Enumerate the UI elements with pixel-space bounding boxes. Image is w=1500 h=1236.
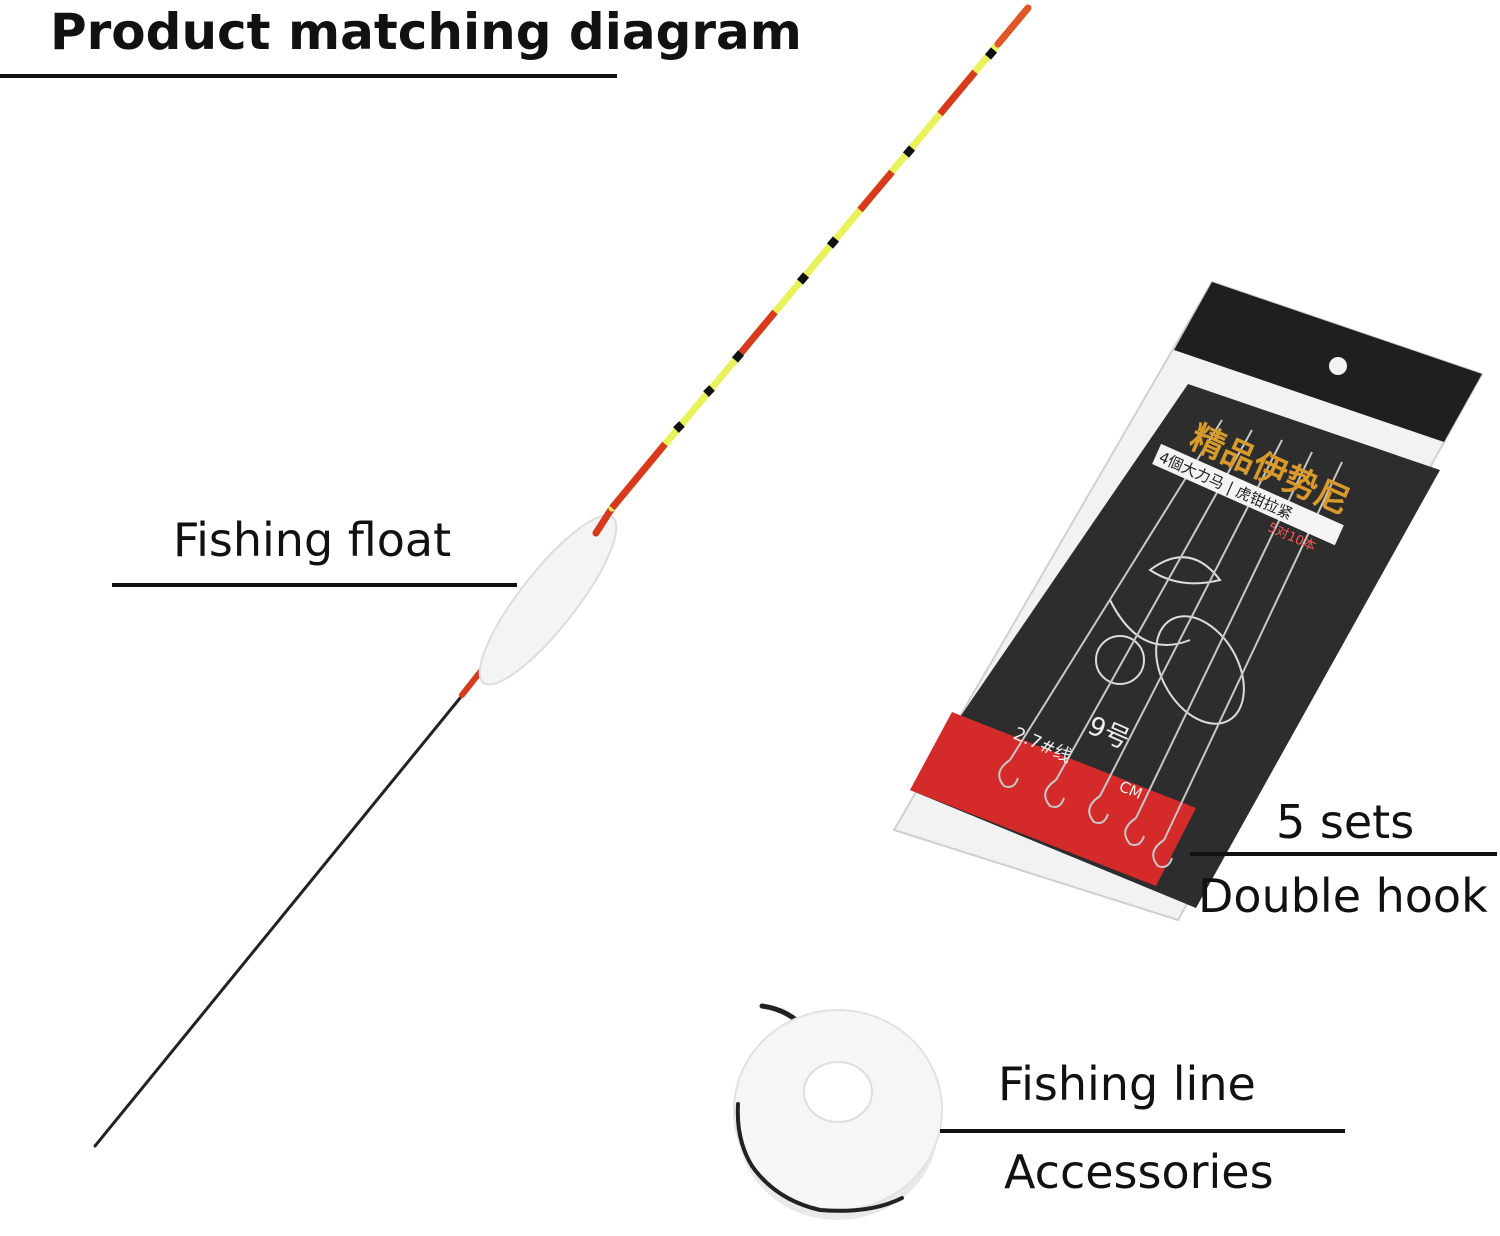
title-underline <box>0 74 617 78</box>
float-label-underline <box>112 583 517 587</box>
hook-label-divider <box>1190 852 1497 856</box>
label-accessories: Accessories <box>1004 1145 1274 1199</box>
page-title: Product matching diagram <box>50 3 802 61</box>
hook-package-image: 精品伊势尼 4個大力马 | 虎钳拉紧 5对10本 9号 2.7#线 CM <box>892 280 1484 922</box>
label-hook-type: Double hook <box>1198 869 1488 923</box>
line-label-divider <box>940 1129 1345 1133</box>
fishing-line-spool-image <box>733 1003 943 1220</box>
label-hook-count: 5 sets <box>1276 795 1415 849</box>
label-fishing-float: Fishing float <box>173 513 452 567</box>
fishing-float-image <box>93 4 1032 1148</box>
label-fishing-line: Fishing line <box>998 1057 1256 1111</box>
